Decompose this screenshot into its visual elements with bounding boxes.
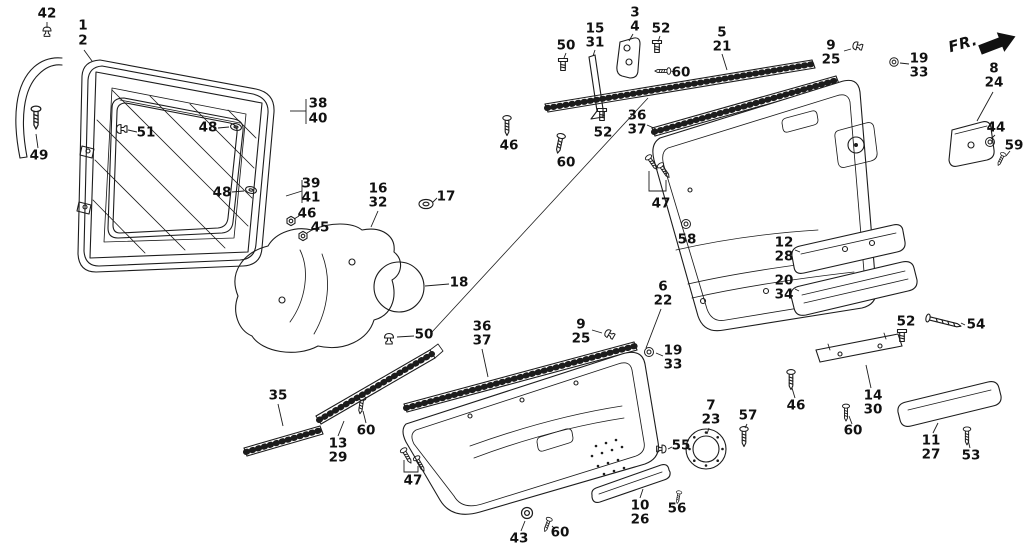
front-door-lining-left <box>402 341 727 515</box>
lower-moldings-left <box>243 343 444 457</box>
leader-lines <box>35 22 1011 532</box>
upper-moldings <box>544 37 840 137</box>
construction-lines <box>431 97 649 333</box>
speaker-grille-dots <box>590 438 626 476</box>
insulator-pad <box>234 198 434 353</box>
speaker-seal-holes <box>688 431 724 467</box>
right-side-small-parts <box>815 121 1002 427</box>
front-door-lining-right <box>652 79 918 332</box>
door-frame-weatherstrip-assembly <box>15 57 275 273</box>
fr-direction-arrow <box>978 32 1016 55</box>
